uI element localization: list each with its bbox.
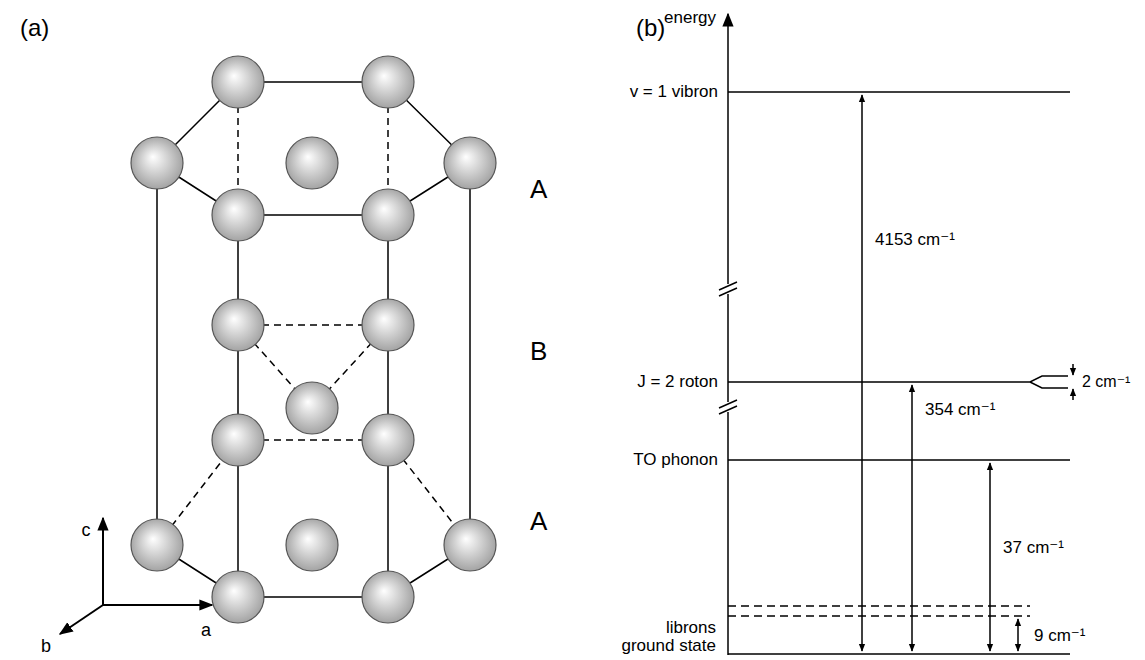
atom (212, 189, 264, 241)
axis-label: c (82, 520, 91, 541)
axis-title: energy (664, 8, 716, 28)
atom (444, 519, 496, 571)
atom (212, 571, 264, 623)
lattice-edge (157, 82, 470, 215)
energy-levels (728, 14, 1073, 655)
energy-value: 37 cm⁻¹ (1003, 538, 1064, 558)
panel-label: (a) (20, 14, 49, 42)
atom (362, 56, 414, 108)
transition-arrow (911, 385, 913, 651)
atom (362, 414, 414, 466)
atom (212, 56, 264, 108)
axis-label: a (201, 620, 211, 641)
lattice-hidden-edge (157, 82, 470, 545)
level-line (728, 459, 1070, 461)
layer-label: A (530, 175, 547, 205)
layer-label: A (530, 507, 547, 537)
atoms (131, 56, 496, 623)
atom (286, 519, 338, 571)
energy-value: 4153 cm⁻¹ (875, 230, 955, 250)
atom (362, 571, 414, 623)
energy-value: 354 cm⁻¹ (925, 400, 995, 420)
level-name: v = 1 vibron (630, 82, 718, 102)
atom (131, 519, 183, 571)
energy-value: 2 cm⁻¹ (1082, 373, 1130, 391)
level-name: librons (666, 618, 716, 638)
level-line (728, 653, 1070, 655)
libron-line (728, 615, 1030, 617)
level-line (728, 376, 1068, 388)
transition-arrow (1017, 619, 1019, 651)
transition-arrow (989, 463, 991, 651)
split-arrow (1072, 364, 1074, 375)
axis-breaks (719, 282, 737, 414)
break-mark (719, 400, 737, 414)
axis-a (103, 604, 212, 606)
libron-line (728, 605, 1030, 607)
level-name: ground state (621, 636, 716, 656)
break-mark (719, 282, 737, 296)
layer-label: B (530, 337, 547, 367)
atom (286, 382, 338, 434)
energy-axis (727, 14, 729, 655)
axis-arrows (60, 518, 212, 634)
axis-c (102, 518, 104, 605)
split-arrow (1072, 389, 1074, 400)
atom (362, 189, 414, 241)
level-line (728, 91, 1070, 93)
axis-label: b (41, 636, 51, 657)
transition-arrow (861, 95, 863, 651)
lattice-edge (157, 163, 470, 597)
panel-label: (b) (636, 14, 665, 42)
energy-value: 9 cm⁻¹ (1034, 626, 1085, 646)
atom (212, 414, 264, 466)
level-name: J = 2 roton (637, 372, 718, 392)
atom (212, 299, 264, 351)
axis-b (60, 605, 103, 634)
lattice-lines (157, 82, 470, 597)
atom (444, 137, 496, 189)
atom (131, 137, 183, 189)
atom (286, 137, 338, 189)
atom (362, 299, 414, 351)
level-name: TO phonon (633, 450, 718, 470)
